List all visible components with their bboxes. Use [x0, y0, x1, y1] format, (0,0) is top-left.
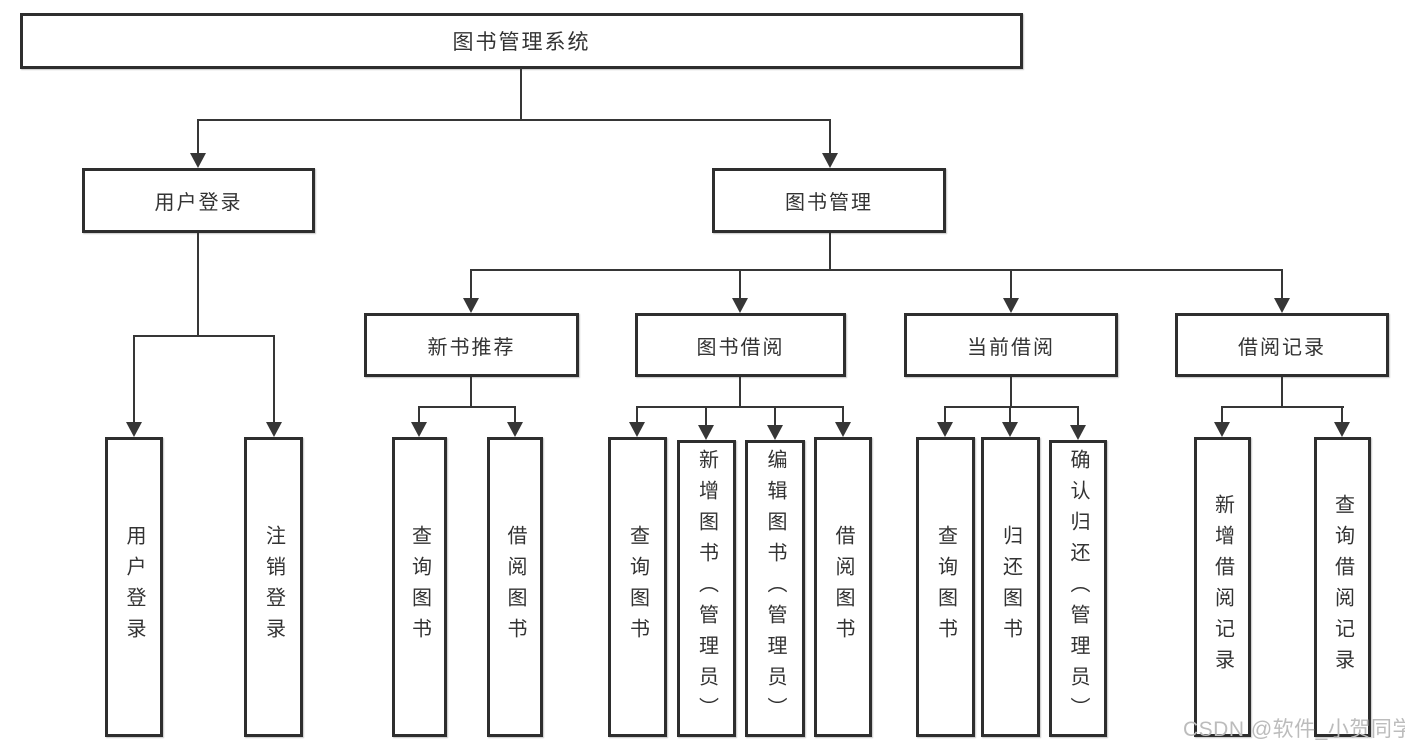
- leaf-label: 借阅图书: [504, 525, 526, 649]
- leaf-query-book-2: 查询图书: [608, 437, 667, 737]
- arrow-down-icon: [1070, 408, 1086, 440]
- arrow-down-icon: [1002, 408, 1018, 437]
- arrow-down-icon: [1214, 408, 1230, 437]
- node-root-book-management-system: 图书管理系统: [20, 13, 1023, 69]
- connector-vline: [829, 233, 831, 270]
- leaf-query-book-1: 查询图书: [392, 437, 447, 737]
- leaf-query-borrow-record: 查询借阅记录: [1314, 437, 1371, 737]
- arrow-down-icon: [126, 337, 142, 437]
- connector-hline: [197, 119, 831, 121]
- arrow-down-icon: [463, 271, 479, 313]
- leaf-label: 新增图书（管理员）: [695, 449, 718, 728]
- arrow-down-icon: [822, 120, 838, 168]
- leaf-return-book: 归还图书: [981, 437, 1040, 737]
- arrow-down-icon: [698, 408, 714, 440]
- leaf-label: 查询图书: [626, 525, 649, 649]
- connector-hline: [470, 269, 1283, 271]
- connector-vline: [1281, 377, 1283, 407]
- leaf-user-login: 用户登录: [105, 437, 163, 737]
- leaf-add-book-admin: 新增图书（管理员）: [677, 440, 736, 737]
- leaf-label: 查询借阅记录: [1331, 494, 1354, 680]
- leaf-borrow-book-1: 借阅图书: [487, 437, 543, 737]
- arrow-down-icon: [1334, 408, 1350, 437]
- arrow-down-icon: [732, 271, 748, 313]
- node-new-book-recommend: 新书推荐: [364, 313, 579, 377]
- leaf-label: 用户登录: [123, 525, 145, 649]
- leaf-label: 查询图书: [934, 525, 957, 649]
- connector-hline: [636, 406, 844, 408]
- leaf-confirm-return-admin: 确认归还（管理员）: [1049, 440, 1107, 737]
- node-borrow-record: 借阅记录: [1175, 313, 1389, 377]
- connector-hline: [1221, 406, 1344, 408]
- leaf-borrow-book-2: 借阅图书: [814, 437, 872, 737]
- arrow-down-icon: [190, 120, 206, 168]
- leaf-label: 编辑图书（管理员）: [764, 449, 786, 728]
- leaf-add-borrow-record: 新增借阅记录: [1194, 437, 1251, 737]
- node-book-management: 图书管理: [712, 168, 946, 233]
- arrow-down-icon: [1003, 271, 1019, 313]
- arrow-down-icon: [835, 408, 851, 437]
- leaf-label: 查询图书: [408, 525, 431, 649]
- node-book-borrow: 图书借阅: [635, 313, 846, 377]
- arrow-down-icon: [767, 408, 783, 440]
- arrow-down-icon: [507, 408, 523, 437]
- leaf-label: 借阅图书: [832, 525, 854, 649]
- connector-vline: [470, 377, 472, 407]
- arrow-down-icon: [937, 408, 953, 437]
- node-user-login: 用户登录: [82, 168, 315, 233]
- leaf-label: 归还图书: [999, 525, 1022, 649]
- connector-vline: [197, 233, 199, 336]
- connector-vline: [1010, 377, 1012, 407]
- leaf-query-book-3: 查询图书: [916, 437, 975, 737]
- leaf-logout: 注销登录: [244, 437, 303, 737]
- arrow-down-icon: [629, 408, 645, 437]
- connector-vline: [520, 68, 522, 120]
- csdn-watermark: CSDN @软件_小贺同学: [1183, 718, 1405, 741]
- leaf-edit-book-admin: 编辑图书（管理员）: [745, 440, 805, 737]
- connector-vline: [739, 377, 741, 407]
- arrow-down-icon: [266, 337, 282, 437]
- connector-hline: [418, 406, 516, 408]
- connector-hline: [944, 406, 1079, 408]
- leaf-label: 注销登录: [262, 525, 285, 649]
- arrow-down-icon: [1274, 271, 1290, 313]
- leaf-label: 确认归还（管理员）: [1067, 449, 1089, 728]
- arrow-down-icon: [411, 408, 427, 437]
- node-current-borrow: 当前借阅: [904, 313, 1118, 377]
- leaf-label: 新增借阅记录: [1211, 494, 1234, 680]
- connector-hline: [133, 335, 275, 337]
